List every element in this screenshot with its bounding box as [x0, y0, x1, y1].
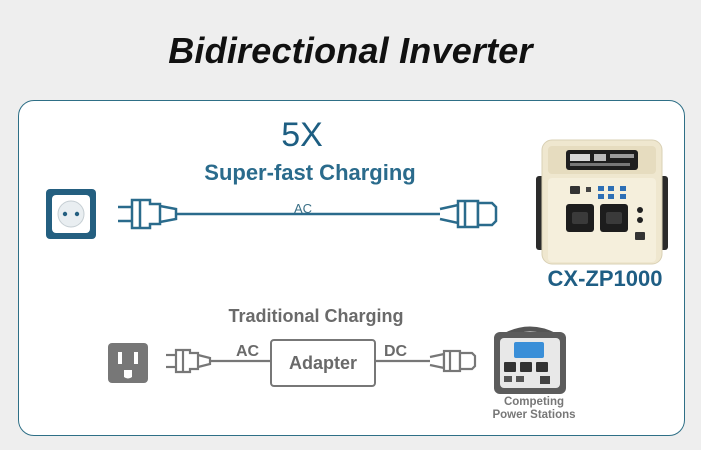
traditional-dc-label: DC — [384, 343, 408, 360]
traditional-charging-label: Traditional Charging — [228, 306, 404, 326]
charge-speed-multiplier: 5X — [281, 116, 323, 154]
eu-socket-icon — [46, 189, 96, 239]
traditional-ac-label: AC — [236, 343, 260, 360]
competing-power-station — [494, 326, 566, 394]
competing-caption-line1: Competing — [503, 396, 565, 408]
fast-charging-label: Super-fast Charging — [204, 160, 416, 185]
traditional-cable — [166, 348, 477, 374]
adapter-box: Adapter — [270, 339, 376, 387]
product-model-name: CX-ZP1000 — [547, 266, 663, 291]
ac-cable-fast — [118, 198, 498, 230]
us-outlet-icon — [108, 343, 148, 383]
adapter-label: Adapter — [288, 352, 357, 373]
competing-stations-caption: Competing Power Stations — [484, 396, 584, 422]
page-title: Bidirectional Inverter — [168, 30, 533, 71]
competing-caption-line2: Power Stations — [492, 409, 576, 421]
cx-zp1000-power-station — [536, 139, 668, 265]
ac-cable-label: AC — [293, 201, 313, 216]
